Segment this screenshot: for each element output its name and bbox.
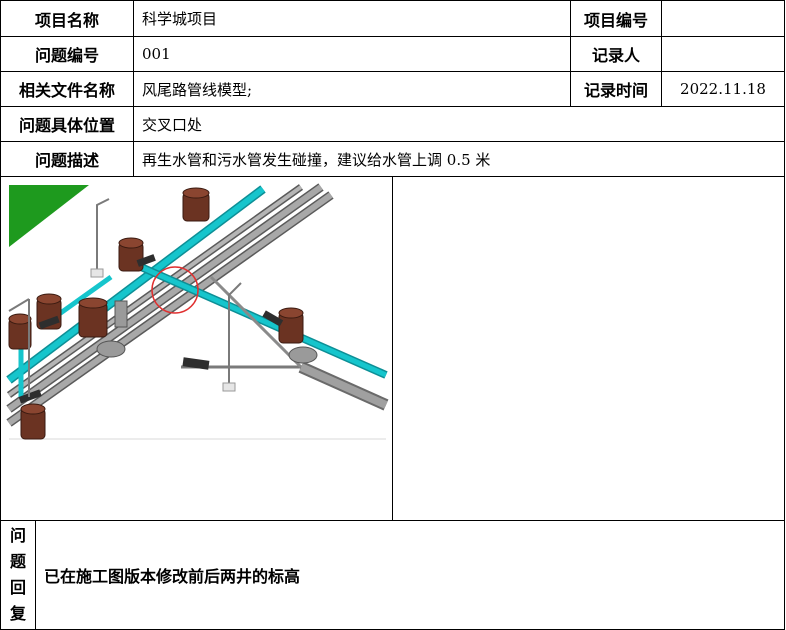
- description-label: 问题描述: [0, 141, 134, 177]
- model-screenshot-cell: [0, 176, 393, 521]
- reply-label: 问 题 回 复: [0, 520, 36, 630]
- location-value: 交叉口处: [133, 106, 785, 142]
- reply-value: 已在施工图版本修改前后两井的标高: [35, 520, 785, 630]
- reply-label-char: 复: [9, 604, 26, 623]
- water-pipes: [6, 185, 388, 397]
- manhole: [278, 307, 304, 344]
- record-time-value: 2022.11.18: [661, 71, 785, 107]
- manhole: [118, 237, 144, 272]
- manhole: [182, 187, 210, 222]
- project-name-value: 科学城项目: [133, 0, 571, 37]
- recorder-value: [661, 36, 785, 72]
- lamp-bases: [90, 268, 236, 392]
- project-name-label: 项目名称: [0, 0, 134, 37]
- reply-label-char: 题: [9, 552, 26, 571]
- issue-no-value: 001: [133, 36, 571, 72]
- junction-wells: [96, 300, 318, 364]
- issue-no-label: 问题编号: [0, 36, 134, 72]
- reply-label-char: 回: [9, 578, 26, 597]
- project-no-label: 项目编号: [570, 0, 662, 37]
- related-file-value: 风尾路管线模型;: [133, 71, 571, 107]
- manhole: [8, 313, 32, 350]
- recorder-label: 记录人: [570, 36, 662, 72]
- location-label: 问题具体位置: [0, 106, 134, 142]
- reply-label-char: 问: [9, 526, 26, 545]
- pipeline-model-image: [6, 183, 389, 440]
- inlet-connectors: [18, 254, 284, 404]
- record-time-label: 记录时间: [570, 71, 662, 107]
- project-no-value: [661, 0, 785, 37]
- description-value: 再生水管和污水管发生碰撞，建议给水管上调 0.5 米: [133, 141, 785, 177]
- manhole: [78, 297, 108, 338]
- terrain-patch: [9, 185, 89, 247]
- branch-sewer-pipe: [181, 275, 389, 411]
- blank-image-cell: [392, 176, 785, 521]
- main-sewer-pipes: [6, 183, 334, 427]
- clash-marker-circle: [151, 266, 199, 314]
- manhole: [20, 403, 46, 440]
- street-lamps: [8, 198, 242, 397]
- related-file-label: 相关文件名称: [0, 71, 134, 107]
